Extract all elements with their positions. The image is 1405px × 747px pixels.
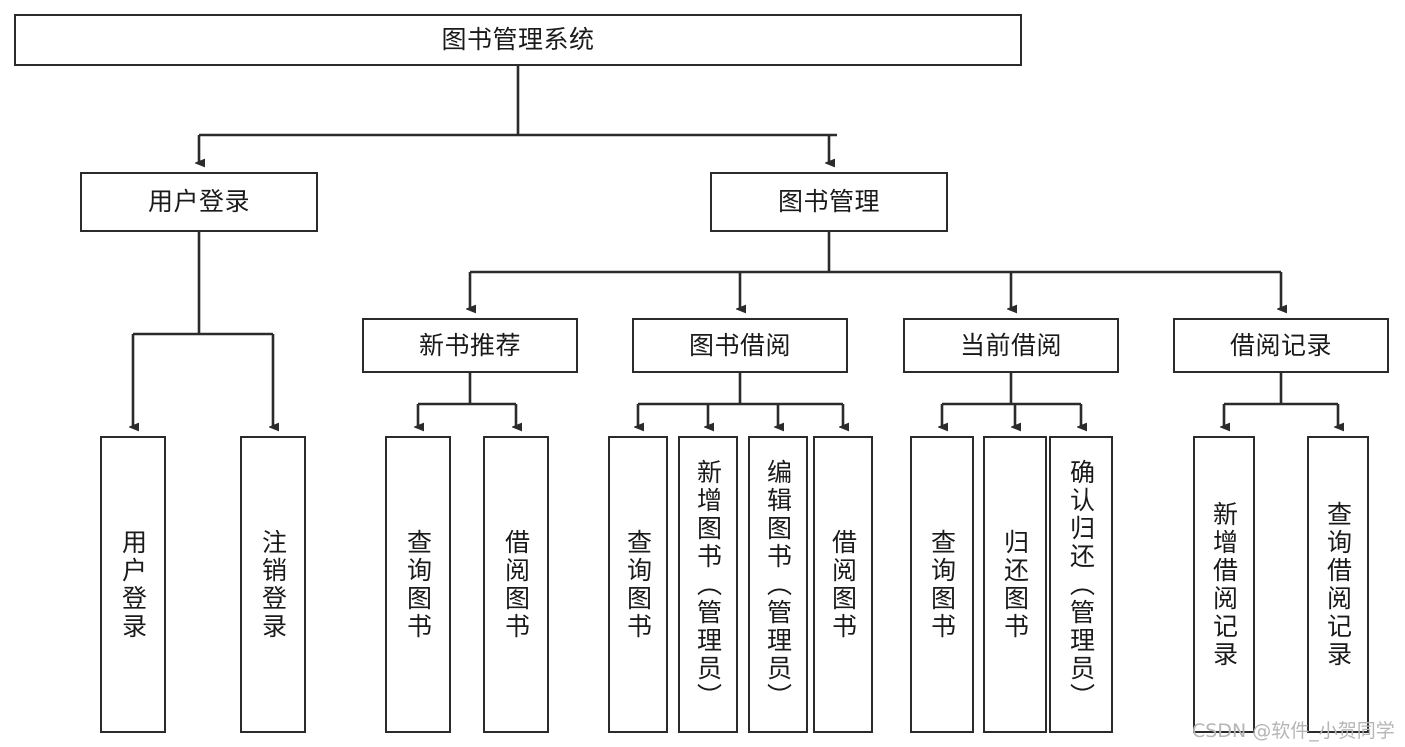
node-root[interactable]: 图书管理系统 [14,14,1022,66]
node-borrow-record[interactable]: 借阅记录 [1173,318,1389,373]
node-leaf-add-borrow-record[interactable]: 新增借阅记录 [1193,436,1255,733]
node-leaf-logout-label: 注销登录 [258,528,288,641]
node-leaf-edit-book[interactable]: 编辑图书（管理员） [748,436,808,733]
node-new-book-recommend-label: 新书推荐 [418,330,521,360]
node-leaf-query-book-recommend[interactable]: 查询图书 [385,436,451,733]
node-user-login[interactable]: 用户登录 [80,172,318,232]
node-leaf-user-login-label: 用户登录 [118,528,148,641]
node-leaf-borrow-book[interactable]: 借阅图书 [813,436,873,733]
node-leaf-query-book-borrow-label: 查询图书 [623,528,653,641]
node-book-borrow[interactable]: 图书借阅 [632,318,848,373]
node-book-borrow-label: 图书借阅 [688,330,791,360]
node-leaf-query-book-current-label: 查询图书 [927,528,957,641]
node-leaf-query-book-current[interactable]: 查询图书 [910,436,974,733]
node-leaf-query-book-recommend-label: 查询图书 [403,528,433,641]
node-leaf-borrow-book-label: 借阅图书 [828,528,858,641]
node-leaf-add-borrow-record-label: 新增借阅记录 [1209,500,1239,669]
csdn-watermark: CSDN @软件_小贺同学 [1192,720,1395,742]
node-leaf-logout[interactable]: 注销登录 [240,436,306,733]
node-leaf-user-login[interactable]: 用户登录 [100,436,166,733]
node-leaf-query-book-borrow[interactable]: 查询图书 [608,436,668,733]
node-leaf-confirm-return[interactable]: 确认归还（管理员） [1049,436,1113,733]
node-leaf-edit-book-label: 编辑图书（管理员） [763,458,793,711]
node-leaf-borrow-book-recommend-label: 借阅图书 [501,528,531,641]
node-leaf-confirm-return-label: 确认归还（管理员） [1066,458,1096,711]
node-book-manage[interactable]: 图书管理 [710,172,948,232]
node-leaf-borrow-book-recommend[interactable]: 借阅图书 [483,436,549,733]
node-current-borrow-label: 当前借阅 [959,330,1062,360]
node-leaf-query-borrow-record[interactable]: 查询借阅记录 [1307,436,1369,733]
node-leaf-add-book-label: 新增图书（管理员） [693,458,723,711]
node-leaf-return-book-label: 归还图书 [1000,528,1030,641]
node-book-manage-label: 图书管理 [777,187,880,217]
node-borrow-record-label: 借阅记录 [1229,330,1332,360]
node-current-borrow[interactable]: 当前借阅 [903,318,1119,373]
node-new-book-recommend[interactable]: 新书推荐 [362,318,578,373]
node-leaf-query-borrow-record-label: 查询借阅记录 [1323,500,1353,669]
node-leaf-return-book[interactable]: 归还图书 [983,436,1047,733]
node-user-login-label: 用户登录 [147,187,250,217]
node-leaf-add-book[interactable]: 新增图书（管理员） [678,436,738,733]
node-root-label: 图书管理系统 [441,25,595,55]
